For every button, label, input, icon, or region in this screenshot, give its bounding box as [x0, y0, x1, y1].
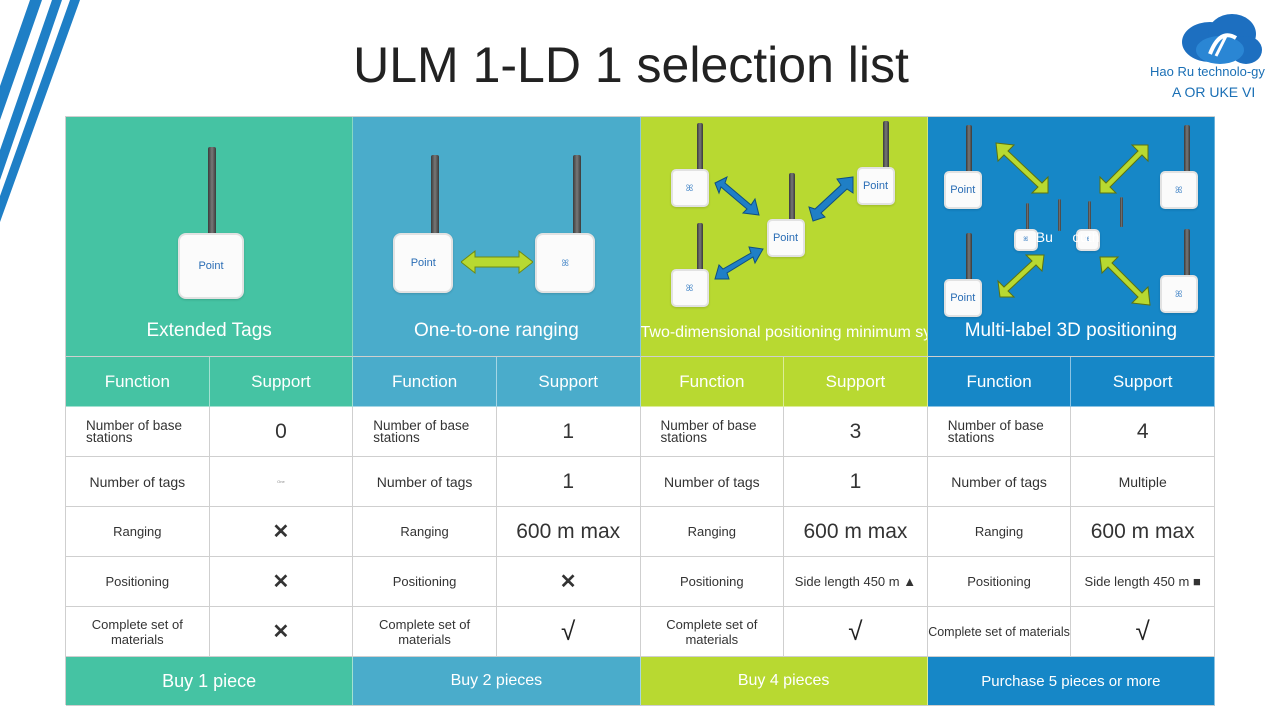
buy-option-1: Buy 1 piece: [66, 657, 354, 706]
value-base-stations: 4: [1071, 407, 1215, 457]
tag-device: Point: [178, 147, 244, 299]
row-label-base-stations: Number of base stations: [353, 407, 497, 457]
value-tags: Multiple: [1071, 457, 1215, 507]
tag-device: Point: [943, 125, 984, 209]
row-label-ranging: Ranging: [927, 507, 1072, 557]
value-ranging: 600 m max: [784, 507, 928, 557]
buy-option-4: Purchase 5 pieces or more: [927, 657, 1215, 706]
value-materials: √: [1071, 607, 1215, 657]
column-header-support: Support: [496, 357, 641, 407]
panel-caption: Two-dimensional positioning minimum syst…: [640, 324, 927, 341]
panel-caption: Multi-label 3D positioning: [964, 320, 1178, 341]
column-header-support: Support: [209, 357, 354, 407]
buy-option-3: Buy 4 pieces: [640, 657, 928, 706]
panel-3d-positioning: Point ꕤ Point ꕤ ꕤ ꕤ Bu outh: [927, 117, 1215, 357]
column-header-support: Support: [784, 357, 928, 407]
small-devices-cluster: ꕤ ꕤ: [1013, 197, 1134, 257]
page-title: ULM 1-LD 1 selection list: [353, 37, 909, 93]
value-tags: 1: [496, 457, 641, 507]
row-label-materials: Complete set of materials: [927, 607, 1072, 657]
row-label-tags: Number of tags: [66, 457, 210, 507]
value-tags: 1: [784, 457, 928, 507]
base-station-device: ꕤ: [1159, 125, 1200, 209]
tag-device: Point: [766, 173, 807, 257]
tag-device: Point: [943, 233, 984, 317]
base-station-device: ꕤ: [535, 155, 596, 295]
value-materials: ✕: [209, 607, 354, 657]
value-positioning: ✕: [209, 557, 354, 607]
decorative-stripes: [0, 0, 80, 222]
company-name-line1: Hao Ru technolo-gy: [1150, 64, 1265, 79]
positioning-arrows-icon: [995, 142, 1151, 306]
value-positioning: Side length 450 m ■: [1071, 557, 1215, 607]
row-label-ranging: Ranging: [66, 507, 210, 557]
panel-caption: One-to-one ranging: [413, 320, 579, 341]
company-logo-icon: [1182, 14, 1262, 64]
panel-extended-tags: Point Extended Tags: [66, 117, 354, 357]
value-base-stations: 1: [496, 407, 641, 457]
company-name: Hao Ru technolo-gy A OR UKE VI: [1150, 64, 1270, 100]
ranging-arrows-icon: [713, 176, 853, 280]
buy-option-2: Buy 2 pieces: [353, 657, 641, 706]
value-positioning: Side length 450 m ▲: [784, 557, 928, 607]
row-label-materials: Complete set of materials: [353, 607, 497, 657]
row-label-positioning: Positioning: [353, 557, 497, 607]
row-label-base-stations: Number of base stations: [66, 407, 210, 457]
value-ranging: 600 m max: [1071, 507, 1215, 557]
column-header-support: Support: [1071, 357, 1215, 407]
row-label-tags: Number of tags: [927, 457, 1072, 507]
company-name-line2: A OR UKE VI: [1172, 84, 1256, 100]
tag-device: Point: [856, 121, 897, 205]
row-label-tags: Number of tags: [353, 457, 497, 507]
row-label-materials: Complete set of materials: [66, 607, 210, 657]
column-header-function: Function: [640, 357, 785, 407]
row-label-positioning: Positioning: [640, 557, 785, 607]
tag-device: Point: [393, 155, 454, 295]
value-materials: √: [784, 607, 928, 657]
row-label-tags: Number of tags: [640, 457, 785, 507]
ranging-arrow-icon: [461, 249, 534, 275]
panel-one-to-one-ranging: Point ꕤ One-to-one ranging: [353, 117, 641, 357]
row-label-ranging: Ranging: [353, 507, 497, 557]
column-header-function: Function: [66, 357, 210, 407]
panel-2d-positioning: ꕤ Point Point ꕤ Two-dimensional position…: [640, 117, 928, 357]
row-label-ranging: Ranging: [640, 507, 785, 557]
row-label-positioning: Positioning: [927, 557, 1072, 607]
base-station-device: ꕤ: [670, 123, 711, 207]
base-station-device: ꕤ: [1159, 229, 1200, 313]
selection-table: Point Extended Tags Point ꕤ One-to-one r…: [65, 116, 1215, 706]
column-header-function: Function: [927, 357, 1072, 407]
value-ranging: 600 m max: [496, 507, 641, 557]
value-tags: One: [209, 457, 354, 507]
column-header-function: Function: [353, 357, 497, 407]
row-label-base-stations: Number of base stations: [927, 407, 1072, 457]
value-base-stations: 0: [209, 407, 354, 457]
value-materials: √: [496, 607, 641, 657]
row-label-base-stations: Number of base stations: [640, 407, 785, 457]
panel-caption: Extended Tags: [146, 320, 272, 341]
value-ranging: ✕: [209, 507, 354, 557]
value-positioning: ✕: [496, 557, 641, 607]
base-station-device: ꕤ: [670, 223, 711, 307]
overlay-text: Bu outh: [1035, 229, 1100, 245]
row-label-positioning: Positioning: [66, 557, 210, 607]
value-base-stations: 3: [784, 407, 928, 457]
row-label-materials: Complete set of materials: [640, 607, 785, 657]
